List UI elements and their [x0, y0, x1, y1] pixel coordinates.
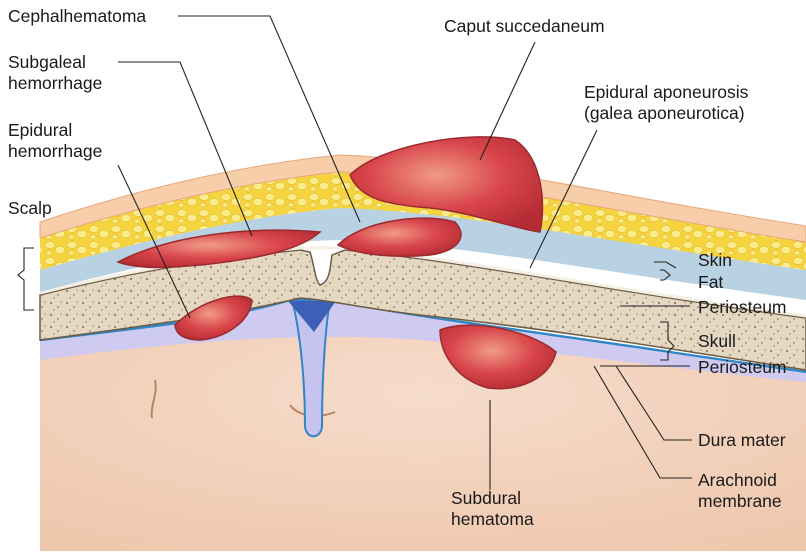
label-aponeurosis-line2: (galea aponeurotica) [584, 103, 745, 123]
label-subgaleal-line2: hemorrhage [8, 73, 102, 93]
label-subdural-line1: Subdural [451, 488, 521, 508]
label-epidural-line2: hemorrhage [8, 141, 102, 161]
label-cephalhematoma: Cephalhematoma [8, 6, 146, 26]
label-arachnoid-line1: Arachnoid [698, 470, 777, 490]
label-fat: Fat [698, 272, 723, 292]
label-caput: Caput succedaneum [444, 16, 605, 36]
label-aponeurosis-line1: Epidural aponeurosis [584, 82, 748, 102]
label-scalp: Scalp [8, 198, 52, 218]
label-subdural-line2: hematoma [451, 509, 534, 529]
label-periosteum-outer: Periosteum [698, 297, 787, 317]
label-arachnoid-line2: membrane [698, 491, 782, 511]
label-epidural-line1: Epidural [8, 120, 72, 140]
bracket-scalp [18, 248, 34, 310]
label-dura-mater: Dura mater [698, 430, 786, 450]
label-skin: Skin [698, 250, 732, 270]
label-skull: Skull [698, 331, 736, 351]
label-periosteum-inner: Periosteum [698, 357, 787, 377]
label-subgaleal-line1: Subgaleal [8, 52, 86, 72]
